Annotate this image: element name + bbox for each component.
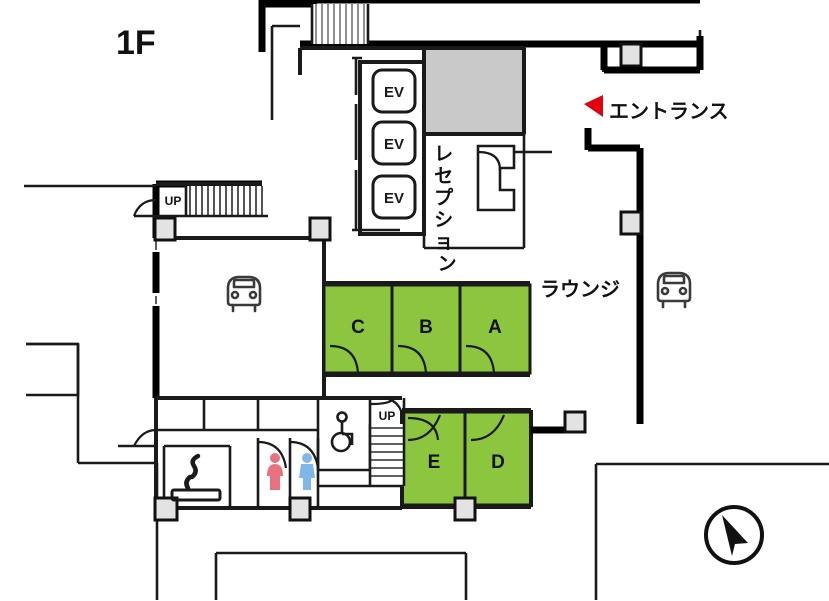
room-label-E: E — [428, 452, 441, 473]
room-C[interactable] — [322, 283, 394, 375]
room-label-B: B — [419, 317, 433, 338]
room-B[interactable] — [390, 283, 462, 375]
entrance-arrow-icon — [584, 95, 603, 117]
west-parking-block — [152, 180, 332, 400]
shaded-service-area — [298, 42, 643, 136]
map-cursor-icon[interactable] — [704, 505, 764, 565]
entrance-zone — [584, 44, 704, 424]
room-A[interactable] — [458, 283, 532, 375]
accessible-restroom-icon — [330, 411, 354, 453]
lounge-label: ラウンジ — [540, 277, 620, 301]
west-stairs — [24, 184, 268, 218]
room-label-C: C — [351, 317, 365, 338]
elevator-bank: EV EV EV — [352, 56, 426, 236]
entrance-label: エントランス — [609, 99, 729, 123]
room-row-upper: C B A — [322, 281, 532, 377]
west-stairs-up-label: UP — [165, 194, 182, 208]
room-row-lower: E D — [400, 408, 568, 509]
south-core — [118, 396, 587, 522]
room-label-D: D — [491, 452, 505, 473]
reception-label: レ セ プ シ ョ ン — [434, 143, 460, 275]
womens-restroom-icon — [267, 453, 283, 490]
elevator-label-3: EV — [384, 190, 404, 207]
mens-restroom-icon — [299, 453, 315, 490]
north-stair-treads — [310, 4, 370, 44]
elevator-label-2: EV — [384, 136, 404, 153]
reception-area — [422, 134, 552, 250]
elevator-label-1: EV — [384, 84, 404, 101]
car-icon — [656, 271, 692, 309]
elevator-cabin-3[interactable] — [371, 174, 417, 220]
elevator-cabin-2[interactable] — [371, 120, 417, 166]
car-icon — [226, 275, 262, 313]
room-label-A: A — [488, 317, 502, 338]
central-stairs-up-label: UP — [379, 409, 396, 423]
central-stairs — [318, 396, 406, 488]
smoking-area-icon — [170, 453, 222, 502]
floor-label: 1F — [116, 24, 156, 62]
elevator-cabin-1[interactable] — [371, 68, 417, 114]
